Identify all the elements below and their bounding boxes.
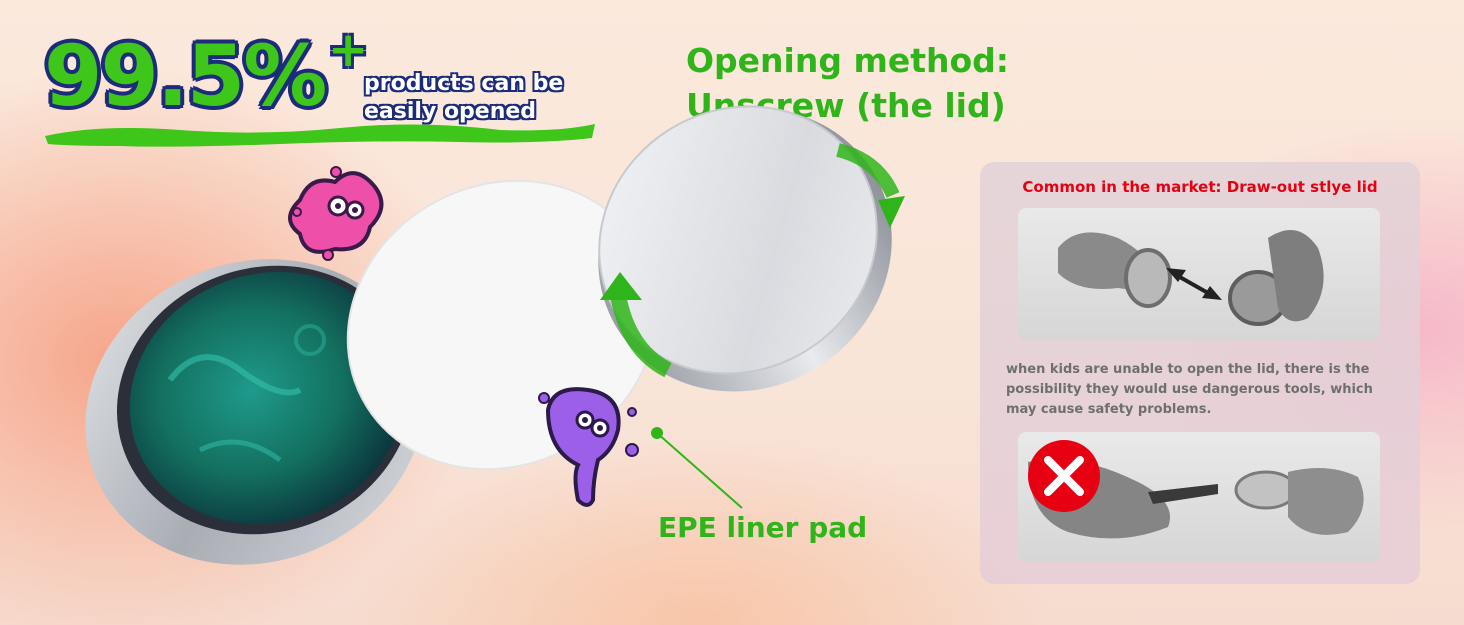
rotation-arrow-icon	[600, 143, 905, 378]
draw-out-lid-photo	[1018, 208, 1380, 340]
epe-pointer	[651, 427, 743, 509]
epe-liner-label: EPE liner pad	[658, 511, 868, 544]
green-brush-stroke	[40, 118, 600, 152]
purple-slime-monster-icon	[538, 387, 639, 507]
headline-plus: +	[328, 22, 369, 78]
product-illustration	[85, 105, 905, 565]
pliers-photo	[1018, 432, 1380, 562]
pink-slime-monster-icon	[288, 166, 384, 261]
headline-subtext: products can be easily opened	[364, 71, 564, 124]
red-x-icon	[1028, 440, 1100, 512]
opening-method-title: Opening method: Unscrew (the lid)	[686, 38, 1009, 128]
comparison-panel: Common in the market: Draw-out stlye lid…	[980, 162, 1420, 584]
opening-method-line1: Opening method:	[686, 41, 1009, 80]
slime-tin	[85, 259, 425, 565]
headline-percentage: 99.5%	[44, 27, 327, 125]
panel-title: Common in the market: Draw-out stlye lid	[1022, 178, 1378, 196]
double-arrow-icon	[1166, 268, 1222, 300]
safety-warning-text: when kids are unable to open the lid, th…	[1006, 362, 1373, 417]
tin-lid	[598, 105, 892, 392]
